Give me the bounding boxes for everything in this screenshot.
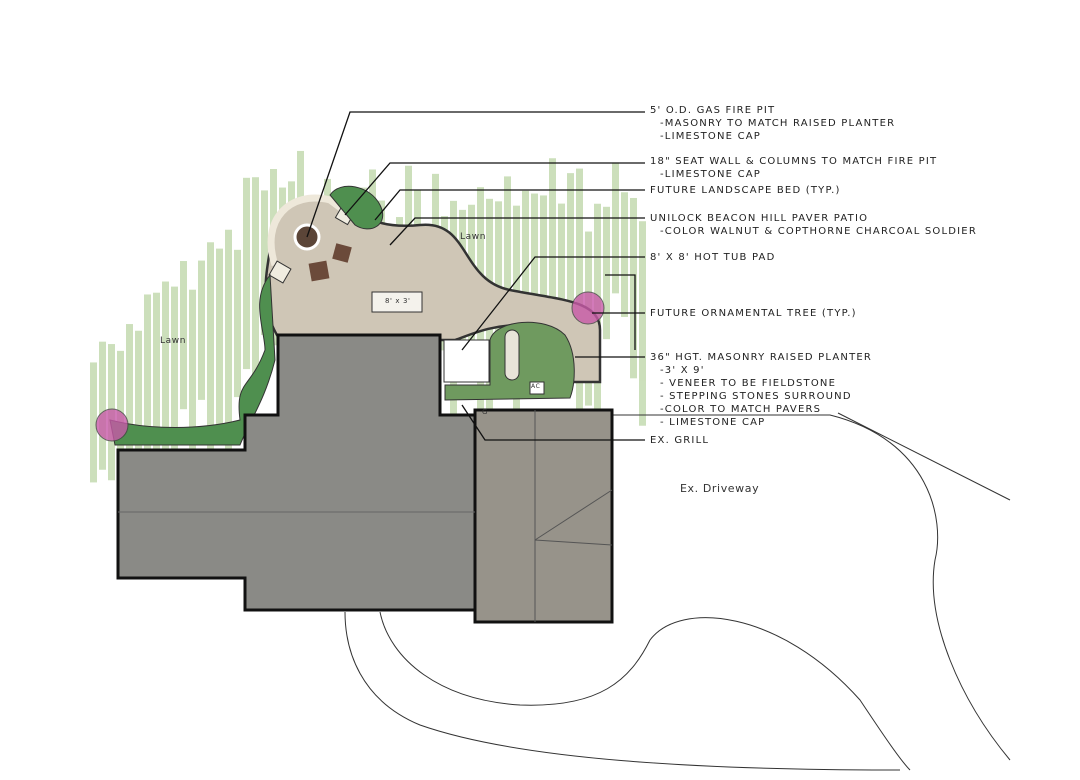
lawn-stroke [504,176,511,300]
landscape-bed [329,185,383,230]
lawn-stroke [126,324,133,477]
lawn-stroke [162,281,169,467]
annotation-note: - Stepping stones surround [660,391,852,402]
lawn-stroke [576,168,583,410]
lawn-stroke [180,261,187,410]
annotation-title: Future Ornamental Tree (typ.) [650,308,857,319]
annotation-title: Unilock Beacon Hill Paver Patio [650,213,869,224]
lawn-stroke [144,294,151,464]
lawn-stroke [225,229,232,458]
annotation-note: -Limestone cap [660,169,762,180]
lawn-stroke [495,201,502,349]
driveway-outline [344,412,1011,771]
chair [308,260,330,282]
lawn-stroke [135,330,142,492]
lawn-stroke [171,286,178,480]
lawn-stroke [639,221,646,426]
lawn-stroke [99,341,106,470]
driveway-label: Ex. Driveway [680,482,760,495]
annotation: Unilock Beacon Hill Paver Patio -Color Wa… [650,212,977,238]
annotation: 18" Seat Wall & Columns to match fire pi… [650,155,937,181]
annotation: Future Ornamental Tree (typ.) [650,307,857,320]
annotation: 5' O.D. Gas Fire Pit -Masonry to match ra… [650,104,895,143]
lawn-stroke [261,190,268,335]
annotation-note: -3' x 9' [660,365,705,376]
seat-wall [267,194,353,267]
lawn-stroke [207,242,214,468]
column [268,260,292,284]
annotation-title: 18" Seat Wall & Columns to match fire pi… [650,156,938,167]
lawn-stroke [612,162,619,294]
lawn-stroke [153,292,160,470]
annotation-title: 36" Hgt. Masonry Raised Planter [650,352,873,363]
lawn-stroke [558,203,565,338]
lawn-stroke [198,260,205,400]
annotation-note: -Color to match pavers [660,404,822,415]
lawn-stroke [603,206,610,340]
ornamental-tree [571,291,605,325]
annotation-note: -Limestone cap [660,131,762,142]
table-label: 8' x 3' [385,297,411,305]
annotation-note: -Masonry to match raised planter [660,118,896,129]
lawn-stroke [234,249,241,398]
lawn-stroke [549,158,556,305]
annotation-note: - Limestone cap [660,417,766,428]
ornamental-tree [95,408,129,442]
annotation: 8' x 8' Hot Tub Pad [650,251,776,264]
annotation-title: 5' O.D. Gas Fire Pit [650,105,776,116]
lawn-stroke [567,173,574,370]
lawn-stroke [90,362,97,483]
annotation-title: 8' x 8' Hot Tub Pad [650,252,776,263]
lawn-stroke [243,177,250,370]
hot-tub-pad [443,339,490,383]
annotation-title: Ex. Grill [650,435,710,446]
lawn-stroke [540,195,547,363]
annotation: Ex. Grill [650,434,709,447]
lawn-stroke [630,197,637,379]
dining-table [371,291,423,313]
annotation-title: Future Landscape Bed (typ.) [650,185,841,196]
raised-planter [504,329,520,381]
lawn-label: Lawn [460,232,486,242]
lawn-stroke [621,192,628,317]
lawn-stroke [522,190,529,320]
lawn-stroke [189,289,196,499]
lawn-stroke [252,177,259,385]
ac-label: AC [531,383,541,390]
ac-unit [529,381,545,395]
grill-label: G [482,408,489,416]
annotation: 36" Hgt. Masonry Raised Planter -3' x 9' -… [650,351,872,429]
lawn-stroke [216,248,223,436]
annotation-note: -Color Walnut & Copthorne Charcoal Soldi… [660,226,977,237]
annotation-note: - Veneer to be fieldstone [660,378,837,389]
leader-lines [306,111,645,441]
lawn-label: Lawn [160,336,186,346]
annotation: Future Landscape Bed (typ.) [650,184,841,197]
house-roof [116,333,614,624]
chair [332,243,352,263]
